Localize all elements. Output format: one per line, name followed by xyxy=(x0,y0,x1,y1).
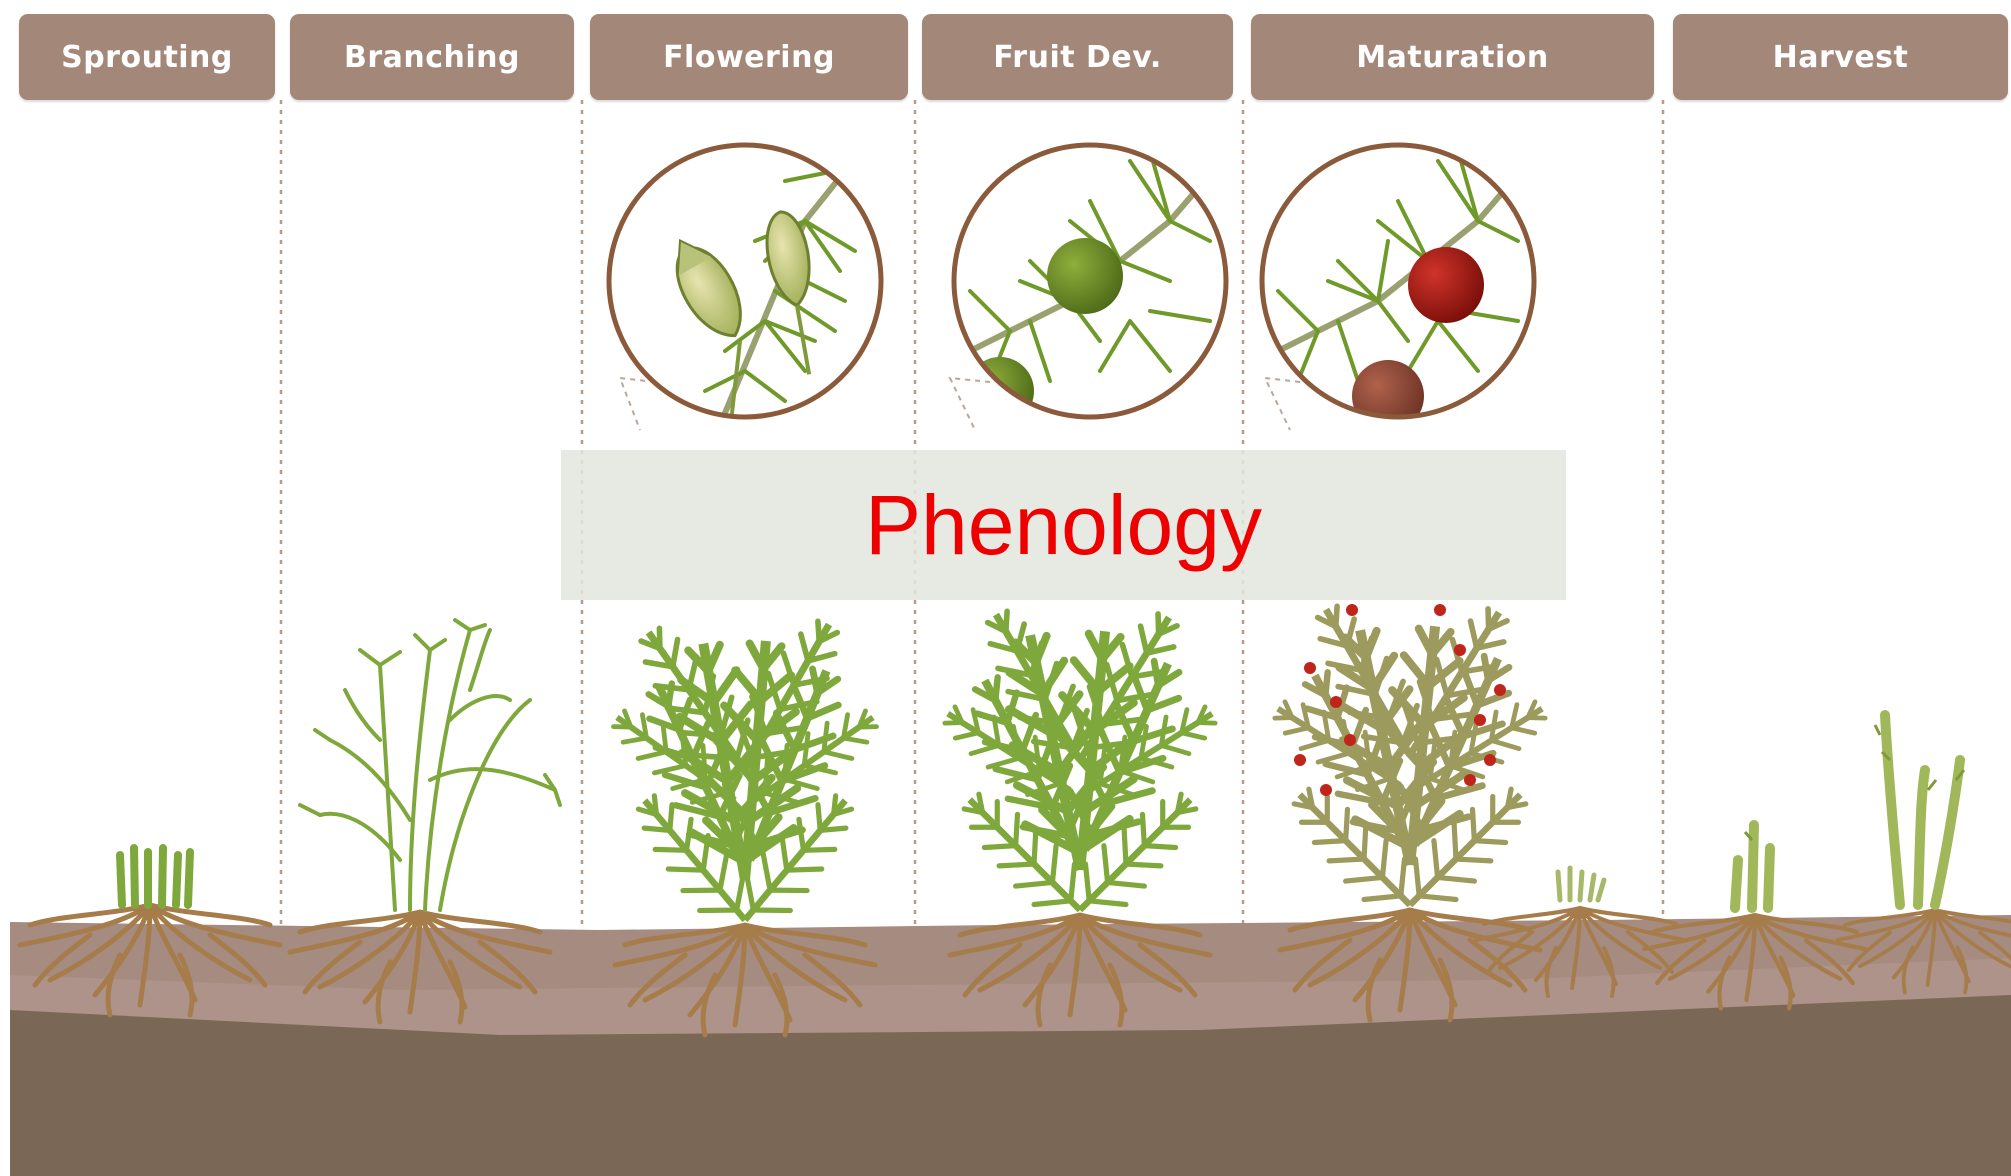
green-berry-icon xyxy=(950,145,1230,425)
phenology-banner: Phenology xyxy=(561,450,1566,600)
red-berry-icon xyxy=(1258,145,1538,432)
phenology-title: Phenology xyxy=(865,483,1262,567)
flower-buds-icon xyxy=(609,116,895,461)
